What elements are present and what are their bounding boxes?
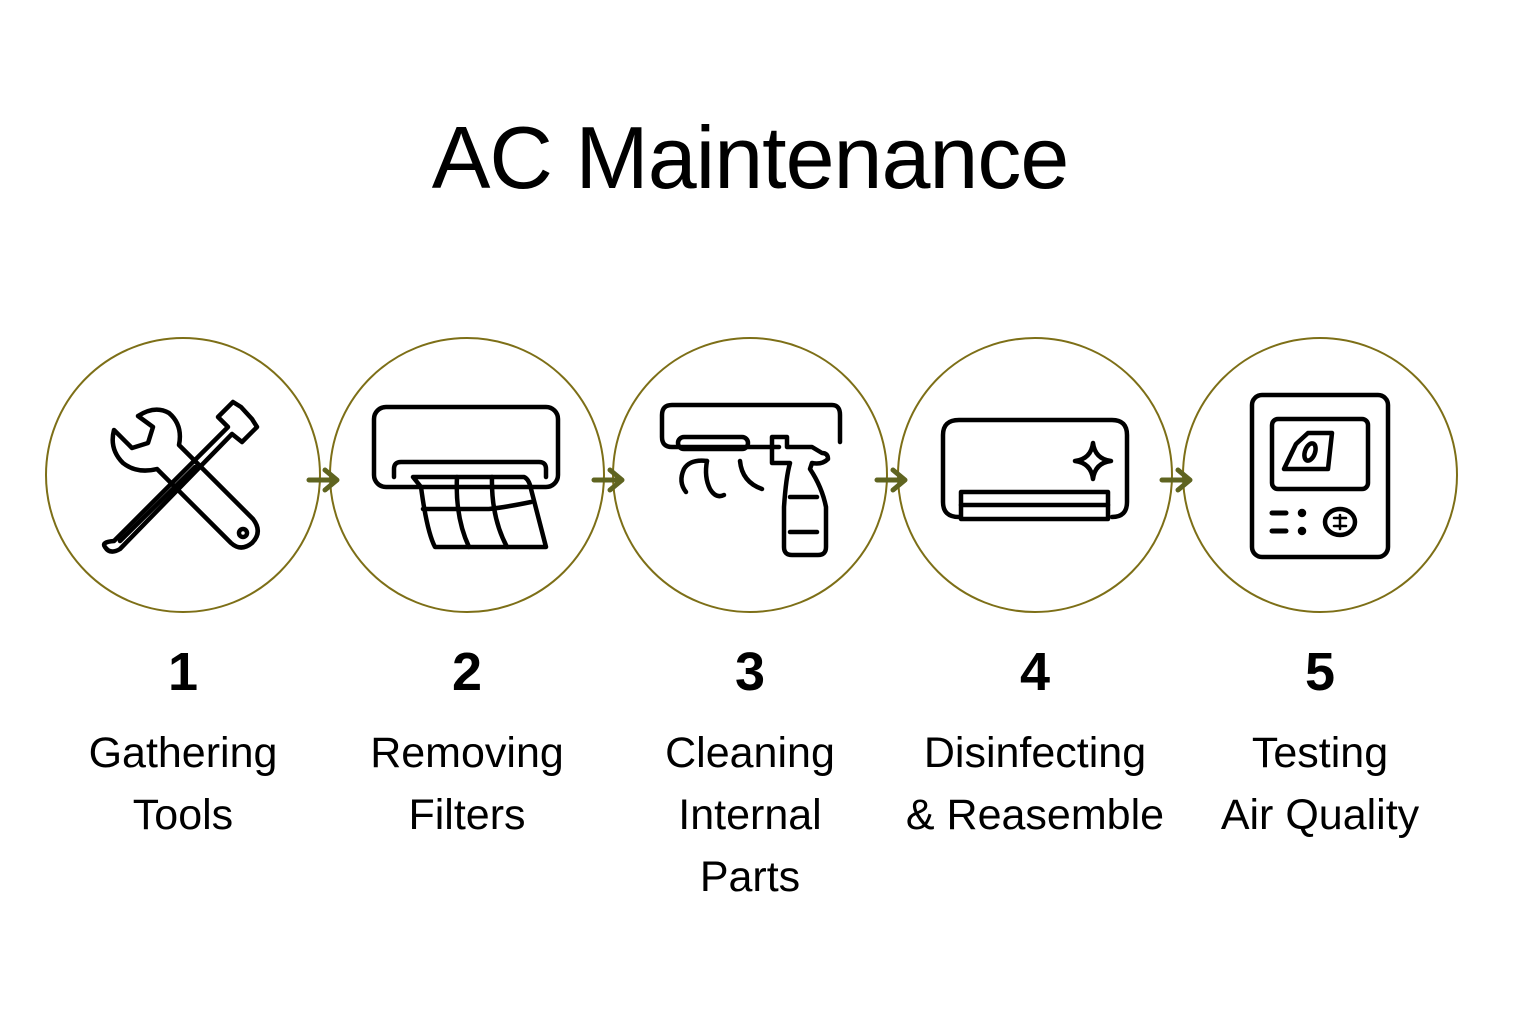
arrow-right-icon bbox=[591, 467, 625, 493]
step-label: Testing Air Quality bbox=[1220, 729, 1420, 839]
wrench-screwdriver-icon bbox=[101, 399, 260, 554]
step-label: Disinfecting & Reasemble bbox=[905, 729, 1165, 839]
arrow-right-icon bbox=[1159, 467, 1193, 493]
step-number: 5 bbox=[1304, 642, 1336, 702]
step-circle bbox=[1182, 337, 1458, 613]
arrow-right-icon bbox=[306, 467, 340, 493]
step-label: Cleaning Internal Parts bbox=[665, 729, 835, 901]
step-label: Gathering Tools bbox=[88, 729, 278, 839]
step-number: 1 bbox=[167, 642, 199, 702]
ac-unit-sparkle-icon bbox=[940, 417, 1130, 522]
step-circle bbox=[612, 337, 888, 613]
page-title: AC Maintenance bbox=[431, 108, 1070, 207]
ac-unit-spray-bottle-icon bbox=[659, 402, 843, 558]
arrow-right-icon bbox=[874, 467, 908, 493]
air-quality-meter-icon bbox=[1249, 392, 1391, 560]
ac-unit-filter-icon bbox=[371, 404, 561, 550]
step-number: 2 bbox=[451, 642, 483, 702]
step-number: 3 bbox=[734, 642, 766, 702]
step-number: 4 bbox=[1019, 642, 1051, 702]
step-label: Removing Filters bbox=[370, 729, 564, 839]
